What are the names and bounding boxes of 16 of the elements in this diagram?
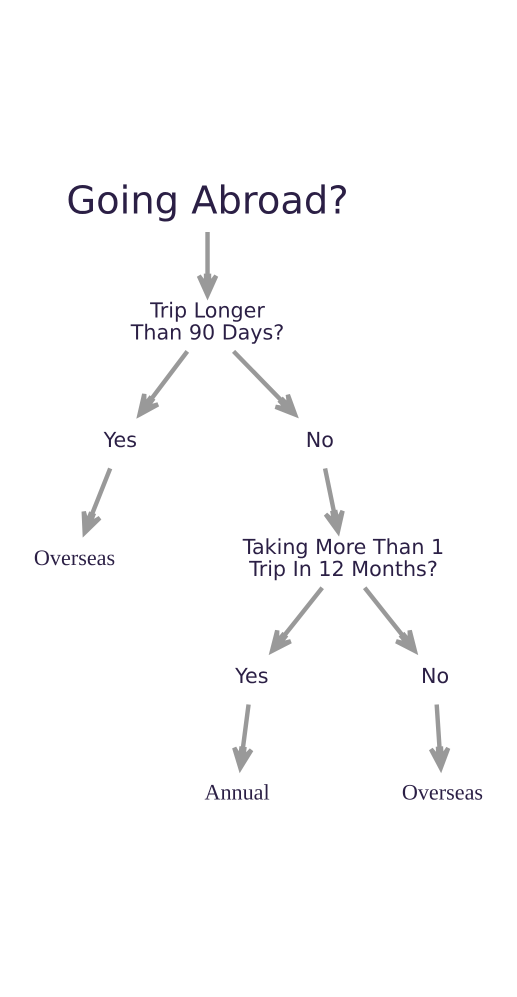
node-text: Trip Longer Than 90 Days? [130,298,284,344]
arrow [270,586,324,653]
node-text: Yes [104,427,138,452]
arrow [322,467,345,534]
node-text: No [306,427,334,452]
node-text: Overseas [34,544,116,570]
node-text: Annual [204,779,270,804]
arrow [82,467,112,534]
node-text: Going Abroad? [66,178,349,224]
node-text: Yes [235,664,269,688]
node-text: Taking More Than 1 Trip In 12 Months? [242,534,444,581]
node-text: Overseas [402,779,484,804]
arrow [362,586,418,653]
arrow [137,350,190,416]
arrow [232,349,298,416]
node-text: No [420,664,450,688]
